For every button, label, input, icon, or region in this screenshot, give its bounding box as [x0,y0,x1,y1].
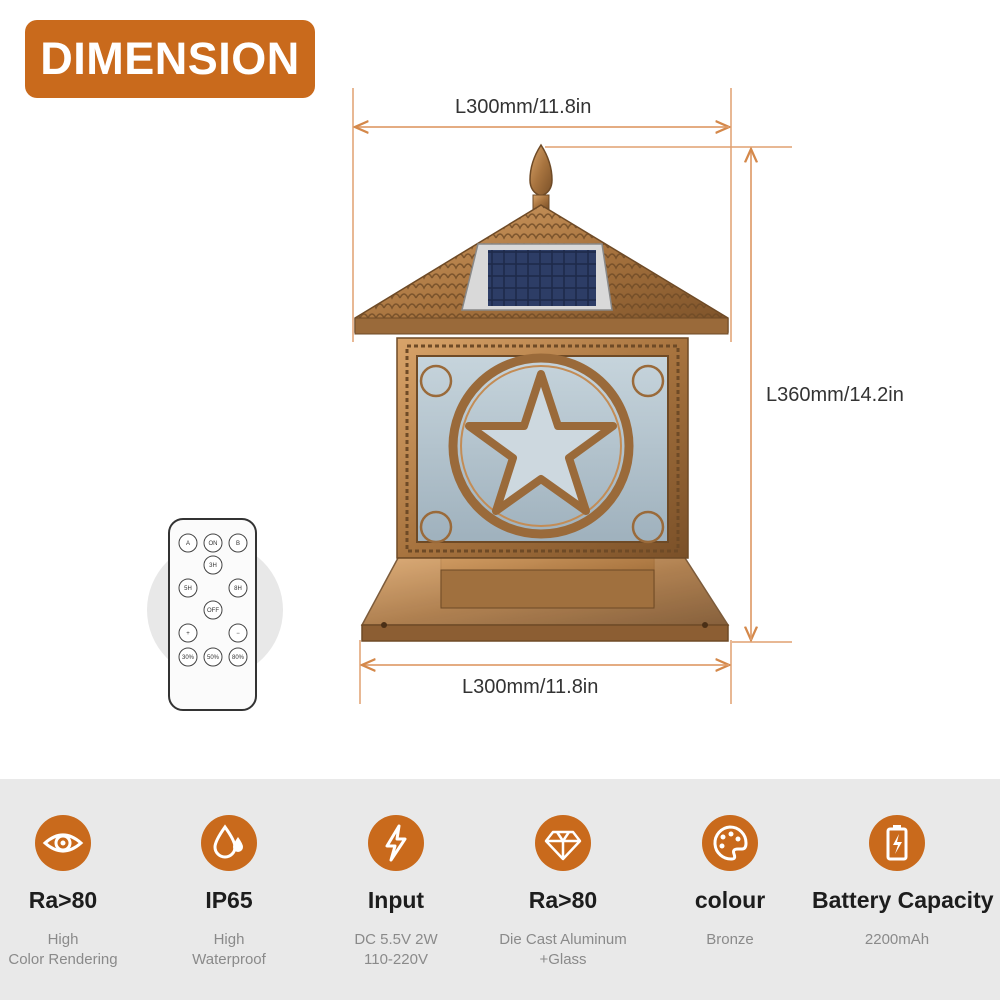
remote-button-label: − [236,631,240,637]
water-drop-icon [201,815,257,871]
remote-button-label: 50% [207,655,220,661]
height-label: L360mm/14.2in [766,384,904,406]
lamp-image [354,143,730,642]
remote-button [203,555,223,575]
remote-button-label: ON [209,541,218,547]
remote-button-label: A [186,541,190,547]
top-width-label: L300mm/11.8in [455,96,592,118]
remote-button-label: OFF [207,608,219,614]
bottom-width-label: L300mm/11.8in [462,676,599,698]
remote-button-label: 80% [232,655,245,661]
remote-button-label: + [186,631,190,637]
remote-button [178,533,198,553]
remote-button [228,578,248,598]
feature-battery: Battery Capacity 2200mAh [812,779,994,1000]
remote-button-label: 5H [184,586,192,592]
diamond-icon [535,815,591,871]
battery-icon [869,815,925,871]
remote-button [228,533,248,553]
remote-button [178,647,198,667]
product-illustration: A ON B 3H 5H 8H OFF + − 30% 50% 80% [147,88,792,711]
feature-title: Ra>80 [528,887,598,913]
feature-colour: colour Bronze [645,779,815,1000]
remote-button [203,533,223,553]
remote-button [178,623,198,643]
feature-title: colour [694,887,766,913]
remote-button [203,647,223,667]
feature-desc: Bronze [706,931,754,948]
feature-desc: Die Cast Aluminum+Glass [499,931,627,968]
lightning-icon [368,815,424,871]
feature-material: Ra>80 Die Cast Aluminum+Glass [478,779,648,1000]
dimension-badge: DIMENSION [25,20,315,98]
remote-control: A ON B 3H 5H 8H OFF + − 30% 50% 80% [147,518,283,711]
feature-title: Ra>80 [28,887,98,913]
remote-button-label: 3H [209,563,217,569]
remote-button [203,600,223,620]
feature-desc: 2200mAh [864,931,930,948]
remote-button-label: 30% [182,655,195,661]
feature-title: Battery Capacity [812,887,994,913]
remote-button-label: 8H [234,586,242,592]
eye-icon [35,815,91,871]
dimension-lines [352,88,792,704]
remote-button [178,578,198,598]
remote-button [228,623,248,643]
feature-title: Input [367,887,425,913]
feature-title: IP65 [205,887,253,913]
star-icon [465,370,617,515]
remote-button [228,647,248,667]
remote-button-label: B [236,541,240,547]
palette-icon [702,815,758,871]
solar-panel-icon [488,250,596,306]
